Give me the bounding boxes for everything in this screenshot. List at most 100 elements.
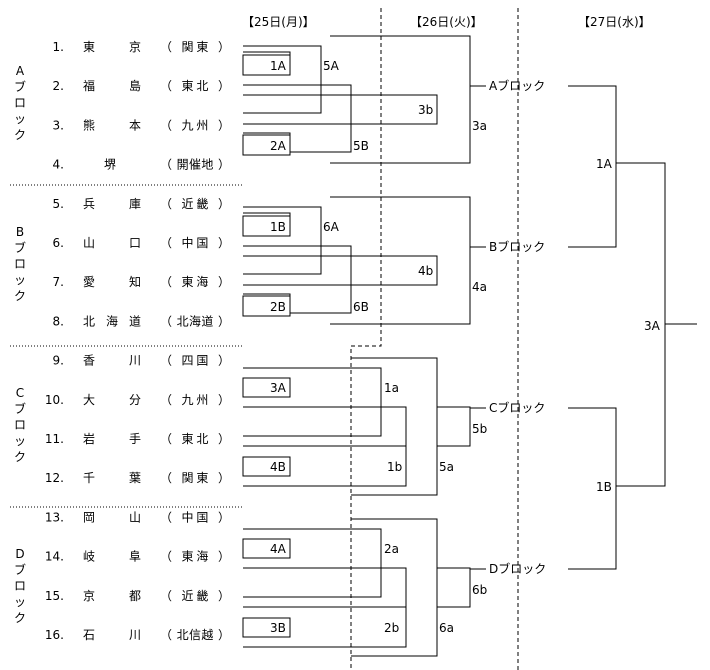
team-row: 11.岩手（ 東北 ） [45, 431, 230, 446]
team-region: （ 中国 ） [160, 509, 230, 524]
match-label-1B: 1B [270, 220, 286, 234]
match-label-5A: 5A [323, 59, 340, 73]
team-region: （ 東北 ） [160, 432, 230, 446]
block-label-char: A [16, 64, 25, 78]
team-number: 15. [45, 589, 64, 603]
block-label-char: ロ [14, 579, 26, 593]
match-label-6A: 6A [323, 220, 340, 234]
finals-bracket [568, 85, 697, 570]
match-box-3A [242, 377, 291, 398]
block-label-char: ブ [14, 79, 26, 94]
team-number: 8. [53, 314, 64, 328]
match-label-6B: 6B [353, 300, 369, 314]
team-name: 岡山 [83, 510, 141, 524]
block-label-char: ロ [14, 418, 26, 432]
team-row: 2.福島（ 東北 ） [53, 78, 230, 93]
team-row: 16.石川（ 北信越 ） [45, 628, 230, 642]
team-name: 岩手 [83, 431, 141, 446]
team-name: 堺 [104, 158, 116, 172]
team-name: 石川 [83, 628, 141, 642]
block-label-char: ク [14, 128, 26, 142]
match-box-1B [242, 215, 291, 237]
day-header-26: 【26日(火)】 [410, 15, 483, 29]
block-label-char: C [16, 386, 24, 400]
match-box-1A [242, 54, 291, 76]
block-label-char: ブ [14, 240, 26, 255]
final-label-3A: 3A [644, 319, 661, 333]
team-name: 東京 [83, 40, 141, 54]
team-row: 3.熊本（ 九州 ） [53, 117, 230, 132]
match-box-2B [242, 295, 291, 317]
block-label-c: Cブロック [14, 386, 26, 464]
team-region: （ 東北 ） [160, 79, 230, 93]
team-row: 6.山口（ 中国 ） [53, 235, 230, 250]
block-label-char: ッ [14, 595, 26, 609]
team-region: （ 北海道 ） [160, 313, 230, 328]
team-name: 兵庫 [83, 197, 141, 211]
match-label-5a: 5a [439, 460, 454, 474]
match-label-1b: 1b [387, 460, 402, 474]
match-label-4a: 4a [472, 280, 487, 294]
team-number: 14. [45, 550, 64, 564]
block-label-char: ッ [14, 434, 26, 448]
match-label-2b: 2b [384, 621, 399, 635]
match-box-4A [242, 538, 291, 559]
team-number: 10. [45, 393, 64, 407]
match-label-3A: 3A [270, 381, 287, 395]
block-label-char: ッ [14, 112, 26, 126]
team-row: 4. 堺 （ 開催地 ） [53, 158, 230, 172]
match-label-2A: 2A [270, 139, 287, 153]
team-number: 1. [53, 40, 64, 54]
block-d-result: Dブロック [489, 561, 546, 576]
block-label-char: ブ [14, 562, 26, 577]
match-label-4B: 4B [270, 460, 286, 474]
match-label-5B: 5B [353, 139, 369, 153]
team-name: 京都 [83, 589, 141, 603]
block-label-char: ク [14, 611, 26, 625]
team-name: 福島 [83, 78, 141, 93]
team-region: （ 関東 ） [160, 40, 230, 54]
team-number: 4. [53, 158, 64, 172]
match-label-4b: 4b [418, 264, 433, 278]
team-region: （ 開催地 ） [160, 158, 230, 172]
team-name: 岐阜 [83, 550, 141, 564]
match-box-3B [242, 617, 291, 638]
team-name: 千葉 [83, 471, 141, 485]
match-label-2B: 2B [270, 300, 286, 314]
day-separator-1 [350, 8, 382, 670]
final-label-1B: 1B [596, 480, 612, 494]
team-name: 愛知 [83, 275, 141, 289]
team-number: 12. [45, 471, 64, 485]
match-box-2A [242, 134, 291, 156]
match-box-4B [242, 456, 291, 477]
match-label-1A: 1A [270, 59, 287, 73]
team-name: 山口 [83, 236, 141, 250]
team-number: 13. [45, 510, 64, 524]
team-number: 16. [45, 628, 64, 642]
team-row: 12. 千葉 （ 関東 ） [45, 471, 230, 485]
team-row: 15.京都（ 近畿 ） [45, 589, 230, 603]
team-region: （ 四国 ） [160, 354, 230, 368]
block-c-result: Cブロック [489, 400, 545, 415]
block-label-char: ッ [14, 273, 26, 287]
team-region: （ 関東 ） [160, 471, 230, 485]
team-name: 香川 [83, 354, 141, 368]
block-b-result: Bブロック [489, 239, 545, 254]
team-row: 9.香川（ 四国 ） [53, 354, 230, 368]
team-region: （ 中国 ） [160, 235, 230, 250]
match-label-3a: 3a [472, 119, 487, 133]
team-name: 熊本 [83, 117, 141, 132]
team-row: 5.兵庫（ 近畿 ） [53, 197, 230, 211]
team-name: 北海道 [83, 313, 141, 328]
block-label-char: ク [14, 450, 26, 464]
team-row: 1. 東京 （ 関東 ） [53, 40, 230, 54]
match-label-5b: 5b [472, 422, 487, 436]
match-label-1a: 1a [384, 381, 399, 395]
match-label-3b: 3b [418, 103, 433, 117]
match-label-6b: 6b [472, 583, 487, 597]
block-label-d: Dブロック [14, 547, 26, 625]
block-label-char: ロ [14, 257, 26, 271]
team-region: （ 九州 ） [160, 393, 230, 407]
